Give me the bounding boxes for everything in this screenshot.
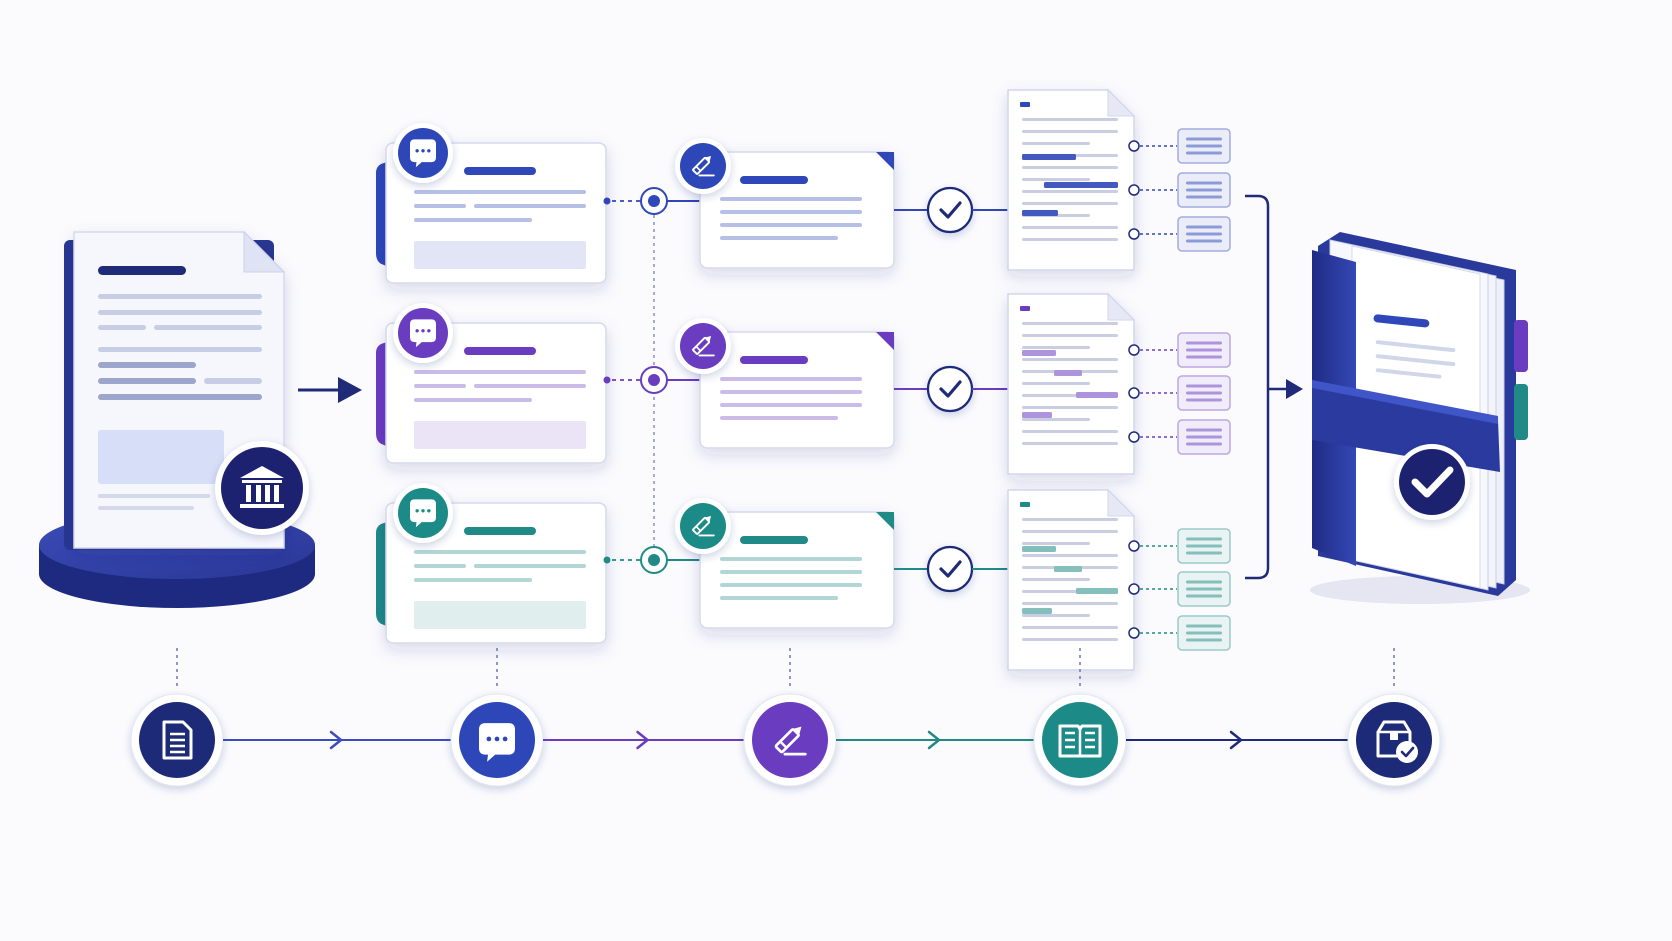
review-document xyxy=(1007,88,1136,271)
review-document xyxy=(1007,292,1136,475)
source-to-lanes-arrow xyxy=(298,377,362,403)
bank-icon xyxy=(215,441,309,535)
pencil-icon xyxy=(743,693,837,787)
annotation-node xyxy=(1128,172,1231,208)
timeline-step-1 xyxy=(130,648,224,787)
annotation-node xyxy=(1128,332,1231,368)
annotation-node xyxy=(1128,375,1231,411)
lane-purple xyxy=(376,292,1231,475)
timeline-chevron xyxy=(329,730,343,750)
checkmark-icon xyxy=(894,545,1008,593)
lane-connector xyxy=(603,187,700,215)
checkmark-icon xyxy=(894,365,1008,413)
edit-card xyxy=(675,318,895,449)
output-binder xyxy=(1310,232,1530,604)
binder-check-icon xyxy=(1394,444,1470,520)
timeline-step-2 xyxy=(450,648,544,787)
edit-card xyxy=(675,498,895,629)
lane-connector xyxy=(603,546,700,574)
annotation-node xyxy=(1128,528,1231,564)
checkmark-icon xyxy=(894,186,1008,234)
review-document xyxy=(1007,488,1136,671)
package-check-icon xyxy=(1347,693,1441,787)
source-document-lines xyxy=(98,266,262,510)
speech-bubble-icon xyxy=(393,123,453,183)
timeline-step-4 xyxy=(1033,648,1127,787)
pencil-icon xyxy=(675,318,731,374)
timeline-chevron xyxy=(927,730,941,750)
speech-bubble-icon xyxy=(393,303,453,363)
timeline-step-3 xyxy=(743,648,837,787)
speech-bubble-icon xyxy=(450,693,544,787)
annotation-node xyxy=(1128,128,1231,164)
source-document-group xyxy=(39,230,315,608)
timeline-chevron xyxy=(636,730,649,750)
comment-card xyxy=(376,303,607,464)
document-icon xyxy=(130,693,224,787)
timeline-step-5 xyxy=(1347,648,1441,787)
annotation-node xyxy=(1128,615,1231,651)
timeline-chevron xyxy=(1229,730,1243,750)
open-book-icon xyxy=(1033,693,1127,787)
annotation-node xyxy=(1128,216,1231,252)
lanes xyxy=(376,88,1231,671)
lane-teal xyxy=(376,483,1231,671)
pencil-icon xyxy=(675,138,731,194)
lane-connector xyxy=(603,366,700,394)
merge-bracket xyxy=(1245,194,1303,580)
lane-blue xyxy=(376,88,1231,284)
timeline xyxy=(130,648,1441,787)
annotation-node xyxy=(1128,419,1231,455)
speech-bubble-icon xyxy=(393,483,453,543)
pencil-icon xyxy=(675,498,731,554)
comment-card xyxy=(376,123,607,284)
annotation-node xyxy=(1128,571,1231,607)
edit-card xyxy=(675,138,895,269)
comment-card xyxy=(376,483,607,644)
